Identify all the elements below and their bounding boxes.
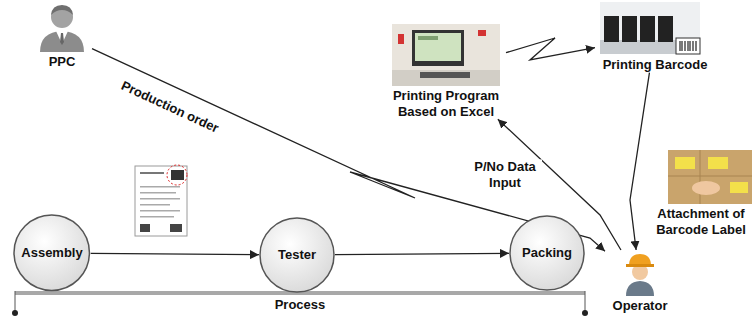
barcode-bars xyxy=(680,41,696,51)
production-order-document xyxy=(135,165,187,236)
monitor-screen xyxy=(415,33,461,61)
barcode-mark xyxy=(171,170,184,180)
printer xyxy=(604,16,619,42)
label-attachment-photo xyxy=(668,150,752,204)
document-line xyxy=(140,192,176,194)
figure-node: Operator xyxy=(605,250,675,314)
document-line xyxy=(140,186,180,188)
figure-node: Printing Barcode xyxy=(595,0,715,73)
bar-end-dot xyxy=(12,310,18,316)
process-circle: Tester xyxy=(259,217,335,293)
node-label: Attachment of Barcode Label xyxy=(650,206,752,237)
bar-tick xyxy=(15,291,585,313)
document-line xyxy=(140,210,180,212)
connector xyxy=(506,38,595,60)
document-line xyxy=(140,198,180,200)
document-line xyxy=(140,204,170,206)
node-label: Printing Barcode xyxy=(595,57,715,73)
edge-label: P/No Data Input xyxy=(468,159,542,190)
photo-background xyxy=(392,24,500,86)
process-circle: Packing xyxy=(509,215,585,291)
node-label: Printing Program Based on Excel xyxy=(386,88,506,119)
document-line xyxy=(140,172,164,174)
document-sheet xyxy=(135,166,187,236)
figure-node: Printing Program Based on Excel xyxy=(386,22,506,119)
shirt xyxy=(56,31,68,44)
yellow-label xyxy=(730,182,748,193)
connector xyxy=(630,73,649,250)
barcode-label-icon xyxy=(676,38,700,54)
screen-detail xyxy=(418,36,438,40)
desk xyxy=(392,70,500,86)
operator-icon xyxy=(626,254,654,296)
figure-node: Attachment of Barcode Label xyxy=(650,148,752,237)
node-label: Tester xyxy=(278,247,316,263)
highlight-circle xyxy=(167,165,187,185)
operator-body xyxy=(626,281,654,296)
person-icon xyxy=(40,5,84,52)
node-label: Assembly xyxy=(21,245,82,261)
wall-tag xyxy=(398,34,404,44)
barcode-mark xyxy=(140,224,150,232)
barcode-printers-photo xyxy=(600,2,700,54)
wall-tag xyxy=(478,30,486,36)
figure-node: PPC xyxy=(32,0,92,70)
hair xyxy=(51,5,73,15)
monitor xyxy=(412,30,464,66)
connector xyxy=(91,253,259,254)
printer xyxy=(622,16,637,42)
person-body xyxy=(40,31,84,52)
hand xyxy=(692,181,720,195)
tie xyxy=(60,33,64,45)
person-head xyxy=(51,6,73,28)
cardboard-boxes xyxy=(668,150,752,204)
process-label: Process xyxy=(275,297,326,313)
edge-label: Production order xyxy=(117,77,223,137)
keyboard xyxy=(420,72,470,78)
node-label: PPC xyxy=(32,54,92,70)
barcode-mark xyxy=(170,224,182,232)
printer xyxy=(658,16,673,42)
node-label: Operator xyxy=(605,298,675,314)
bar-end-dot xyxy=(582,310,588,316)
hat-brim xyxy=(626,264,654,267)
process-bar xyxy=(12,291,588,316)
circle-shape xyxy=(510,216,584,290)
circle-shape xyxy=(260,218,334,292)
connector xyxy=(335,253,509,254)
printer xyxy=(640,16,655,42)
document-line xyxy=(140,216,174,218)
node-label: Packing xyxy=(522,245,572,261)
box-edges xyxy=(668,150,752,204)
printing-program-photo xyxy=(392,24,500,86)
photo-background xyxy=(600,2,700,54)
process-circle: Assembly xyxy=(13,214,90,291)
yellow-label xyxy=(675,157,695,169)
yellow-label xyxy=(708,157,728,169)
circle-shape xyxy=(14,215,89,290)
